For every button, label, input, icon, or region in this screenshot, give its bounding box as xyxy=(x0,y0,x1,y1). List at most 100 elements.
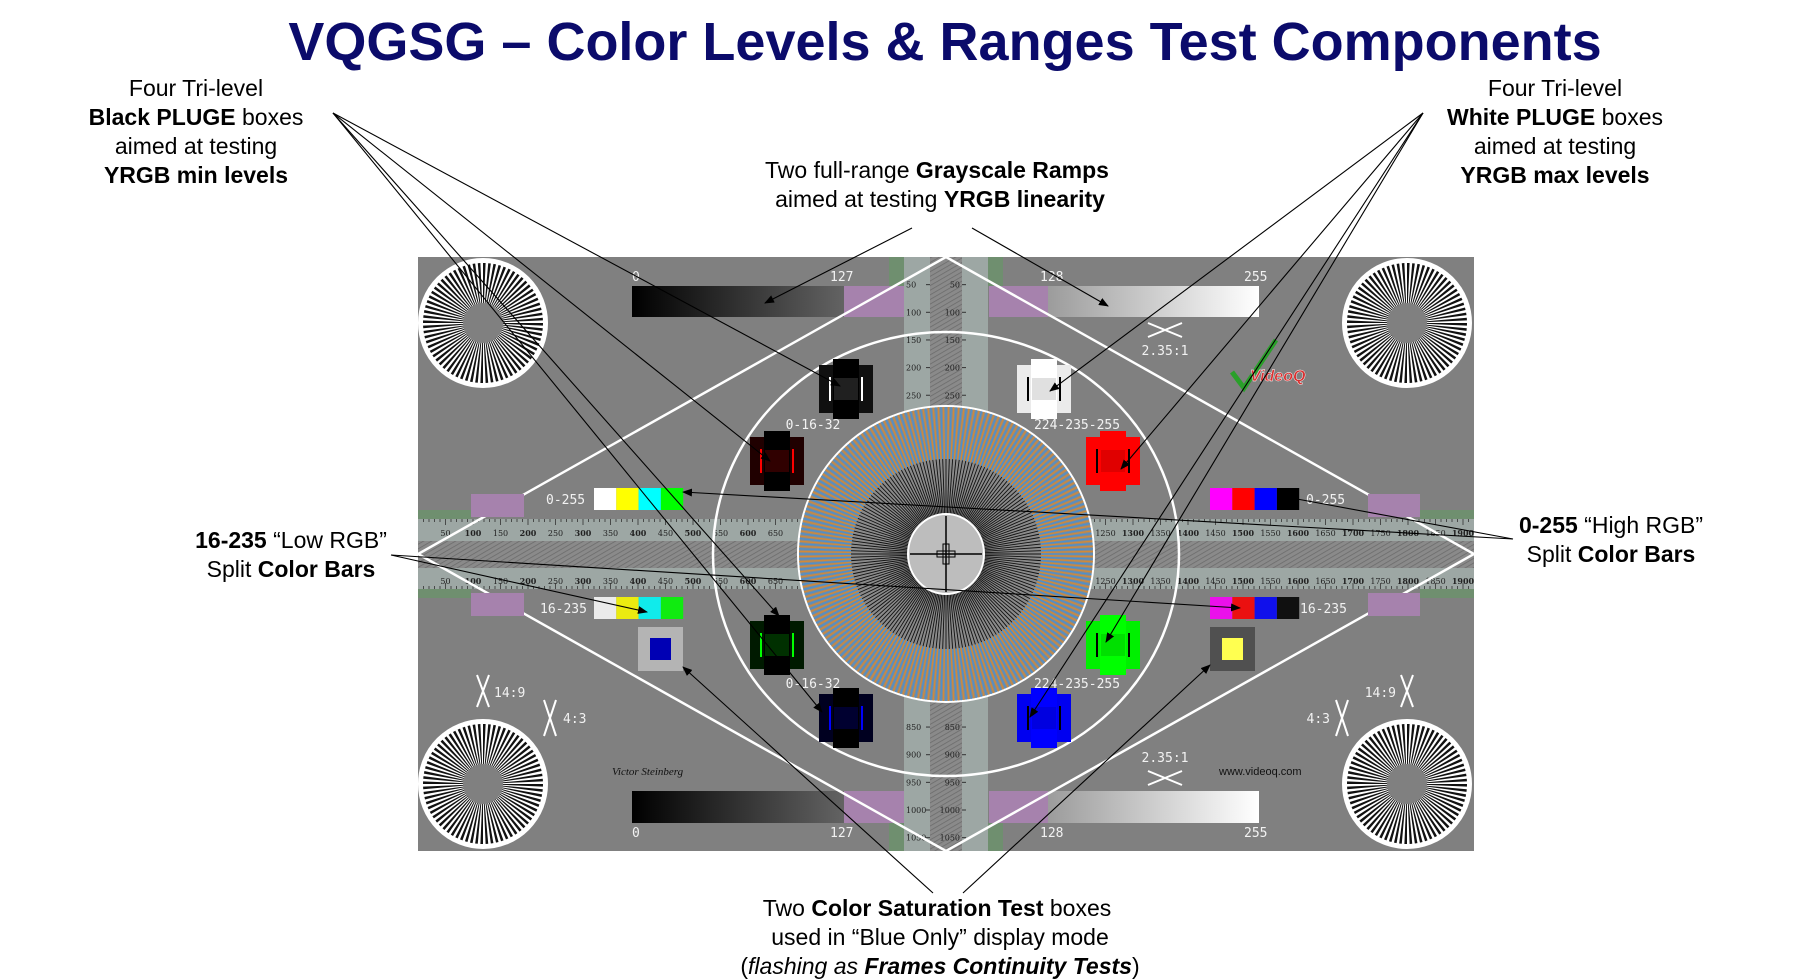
radial-line xyxy=(865,503,915,535)
color-bar-high xyxy=(594,488,617,510)
radial-line xyxy=(851,440,886,482)
radial-line xyxy=(892,474,926,523)
radial-line xyxy=(847,624,883,664)
radial-line xyxy=(800,535,852,544)
ruler-label: 1850 xyxy=(1425,577,1445,586)
pluge-inner xyxy=(1032,707,1056,729)
radial-line xyxy=(1005,439,1040,481)
radial-line xyxy=(892,416,913,466)
radial-line xyxy=(851,556,909,562)
radial-line xyxy=(922,461,938,518)
arrow-dark-red-pluge xyxy=(332,112,771,462)
green-marker xyxy=(889,823,904,851)
svg-text:used in “Blue Only” display mo: used in “Blue Only” display mode xyxy=(771,924,1109,950)
radial-line xyxy=(818,600,865,629)
radial-line xyxy=(1036,507,1087,526)
radial-line xyxy=(865,573,915,605)
radial-line xyxy=(1040,561,1093,568)
ramp-label: 127 xyxy=(830,826,853,841)
radial-line xyxy=(973,580,1015,621)
radial-line xyxy=(985,420,1009,469)
radial-line xyxy=(1039,571,1091,583)
radial-line xyxy=(924,647,934,700)
radial-line xyxy=(1010,446,1047,485)
radial-line xyxy=(897,414,916,465)
ruler-label: 100 xyxy=(945,308,960,317)
radial-line xyxy=(874,425,901,472)
radial-line xyxy=(1033,588,1083,610)
radial-line xyxy=(958,589,979,644)
radial-line xyxy=(805,507,856,526)
radial-line xyxy=(948,591,954,649)
radial-line xyxy=(811,493,860,516)
radial-line xyxy=(963,647,975,699)
radial-line xyxy=(1030,596,1078,622)
radial-line xyxy=(807,503,857,523)
radial-line xyxy=(1027,477,1073,506)
ruler-label: 850 xyxy=(906,723,921,732)
svg-text:Two full-range Grayscale Ramps: Two full-range Grayscale Ramps xyxy=(765,157,1109,183)
radial-line xyxy=(972,485,1013,527)
ruler-label: 350 xyxy=(603,577,618,586)
radial-line xyxy=(966,410,980,462)
radial-line xyxy=(982,562,1039,578)
arrow-white-pluge xyxy=(1049,112,1424,392)
svg-text:Four Tri-level: Four Tri-level xyxy=(129,75,263,101)
pluge-box-dark-blue xyxy=(819,688,873,748)
radial-line xyxy=(909,589,933,643)
crosshair-icon xyxy=(942,543,950,565)
radial-line xyxy=(977,643,997,693)
purple-marker xyxy=(1368,494,1420,517)
radial-line xyxy=(867,428,897,474)
radial-line xyxy=(961,467,986,520)
ramp-label: 0 xyxy=(632,270,640,285)
radial-line xyxy=(962,587,989,640)
radial-line xyxy=(990,423,1016,471)
radial-line xyxy=(904,412,921,463)
radial-line xyxy=(975,577,1022,613)
ruler-label: 1500 xyxy=(1232,576,1255,586)
radial-line xyxy=(879,485,920,527)
radial-line xyxy=(829,462,872,497)
radial-line xyxy=(925,460,939,517)
radial-line xyxy=(1036,582,1087,601)
radial-line xyxy=(856,521,911,542)
radial-line xyxy=(806,505,857,524)
radial-line xyxy=(1019,460,1061,495)
radial-line xyxy=(814,596,862,622)
ruler-label: 1500 xyxy=(1232,528,1255,538)
radial-line xyxy=(885,419,908,468)
star-center xyxy=(463,764,503,804)
radial-line xyxy=(1039,527,1091,539)
radial-line xyxy=(1035,505,1086,524)
radial-line xyxy=(959,589,983,643)
radial-line xyxy=(843,447,881,487)
radial-line xyxy=(863,506,914,536)
radial-line xyxy=(962,468,989,521)
radial-line xyxy=(947,407,950,460)
radial-line xyxy=(802,520,854,534)
radial-line xyxy=(836,455,876,491)
radial-line xyxy=(799,548,852,552)
radial-line xyxy=(938,591,944,649)
radial-line xyxy=(845,446,882,485)
radial-line xyxy=(853,530,910,546)
radial-line xyxy=(825,469,869,501)
radial-line xyxy=(1028,482,1075,509)
radial-line xyxy=(803,576,854,591)
radial-line xyxy=(1031,593,1080,617)
ruler-label: 150 xyxy=(493,529,508,538)
radial-line xyxy=(1040,535,1092,544)
radial-line xyxy=(929,648,937,701)
radial-line xyxy=(898,471,928,522)
radial-line xyxy=(919,409,931,461)
radial-line xyxy=(851,550,909,554)
radial-line xyxy=(925,591,939,648)
radial-line xyxy=(802,573,854,586)
radial-line xyxy=(942,407,945,460)
ruler-label: 50 xyxy=(440,529,450,538)
pluge-box-black xyxy=(819,359,873,419)
ruler-label: 150 xyxy=(493,577,508,586)
radial-line xyxy=(1012,620,1051,659)
radial-line xyxy=(823,471,868,502)
